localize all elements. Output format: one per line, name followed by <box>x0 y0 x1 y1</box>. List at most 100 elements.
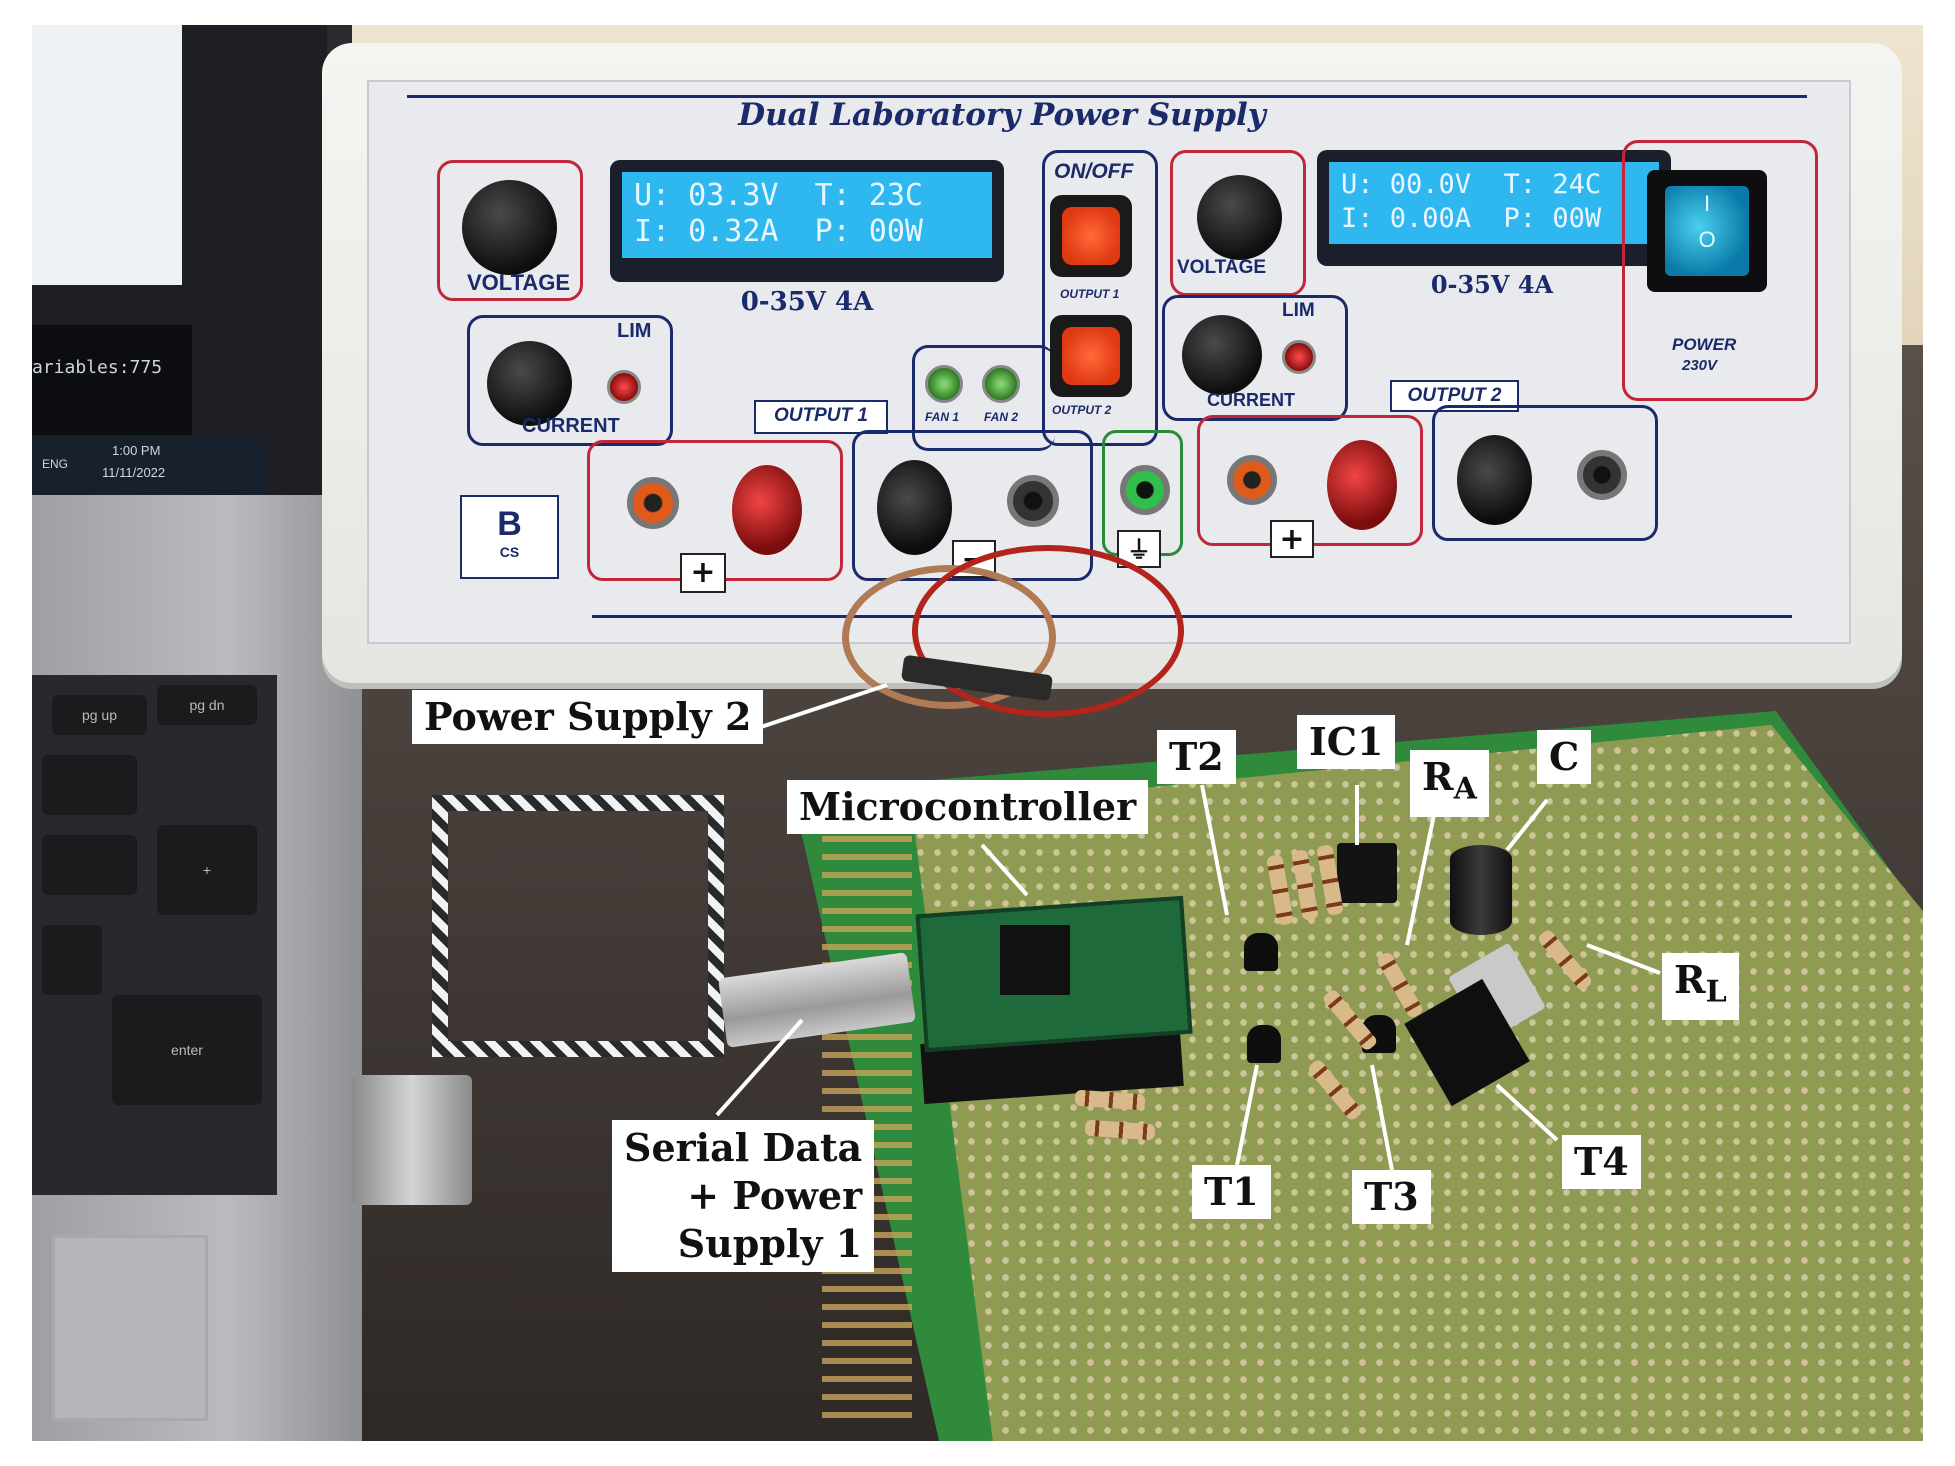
label-power-supply-2: Power Supply 2 <box>412 690 764 744</box>
ground-symbol: ⏚ <box>1117 530 1161 568</box>
voltage2-box <box>1170 150 1306 296</box>
label-serial-line2: + Power <box>687 1173 863 1218</box>
microcontroller-chip <box>1000 925 1070 995</box>
lang-indicator: ENG <box>42 457 69 471</box>
lim1-label: LIM <box>617 320 652 342</box>
arrow-rl <box>1586 943 1661 975</box>
arrow-t1 <box>1235 1064 1259 1166</box>
ground-jack[interactable] <box>1120 465 1170 515</box>
power-label: POWER <box>1672 335 1737 354</box>
rocker-on: I <box>1703 191 1711 216</box>
output2-plus-symbol: + <box>1270 520 1314 558</box>
label-ic1: IC1 <box>1297 715 1396 769</box>
t1-transistor <box>1247 1025 1281 1063</box>
current1-knob[interactable] <box>487 341 572 426</box>
output1-negative-terminal[interactable] <box>877 460 952 555</box>
label-rl-main: R <box>1674 957 1706 1002</box>
laptop-trackpad <box>52 1235 208 1421</box>
power-switch-box <box>1622 140 1818 401</box>
voltage2-knob[interactable] <box>1197 175 1282 260</box>
power-voltage-label: 230V <box>1682 357 1718 374</box>
current2-knob[interactable] <box>1182 315 1262 395</box>
fan1-label: FAN 1 <box>925 410 960 424</box>
clock-time: 1:00 PM <box>112 443 161 458</box>
label-t2: T2 <box>1157 730 1236 784</box>
fan-box <box>912 345 1055 451</box>
output2-button[interactable] <box>1050 315 1132 397</box>
arrow-c <box>1505 798 1549 852</box>
output1-negative-jack[interactable] <box>1007 475 1059 527</box>
lcd2-line2: I: 0.00A P: 00W <box>1341 203 1602 234</box>
lcd1-line1: U: 03.3V T: 23C <box>634 178 923 213</box>
label-microcontroller: Microcontroller <box>787 780 1149 834</box>
t2-transistor <box>1244 933 1278 971</box>
label-rl: RL <box>1662 953 1739 1020</box>
lim2-led <box>1282 340 1316 374</box>
output2-negative-jack[interactable] <box>1577 450 1627 500</box>
brand-logo: B CS <box>460 495 559 579</box>
current1-label: CURRENT <box>522 415 620 437</box>
fan1-led <box>925 365 963 403</box>
label-rl-sub: L <box>1705 974 1727 1010</box>
psu-title: Dual Laboratory Power Supply <box>738 97 1266 133</box>
annotation-arrows <box>715 683 1661 1171</box>
output2-small-label: OUTPUT 2 <box>1052 403 1112 417</box>
fan2-label: FAN 2 <box>984 410 1019 424</box>
key-pgup: pg up <box>52 695 147 735</box>
label-ra-sub: A <box>1453 771 1477 807</box>
current2-box <box>1162 295 1348 421</box>
output2-positive-terminal[interactable] <box>1327 440 1397 530</box>
label-c: C <box>1537 730 1592 784</box>
label-serial-line3: Supply 1 <box>677 1221 863 1266</box>
range2-label: 0-35V 4A <box>1430 270 1554 299</box>
lim2-label: LIM <box>1282 300 1315 321</box>
key-pgdn: pg dn <box>157 685 257 725</box>
label-ra-main: R <box>1422 754 1454 799</box>
output1-positive-jack[interactable] <box>627 477 679 529</box>
arrow-serial <box>715 1018 804 1117</box>
current1-box <box>467 315 673 446</box>
perfboard-edge-pads <box>822 800 912 1420</box>
photo-scene: ariables:775 ENG 1:00 PM 11/11/2022 pg u… <box>32 25 1923 1441</box>
key <box>42 835 137 895</box>
ic1-chip <box>1337 843 1397 903</box>
onoff-box <box>1042 150 1158 446</box>
arrow-power-supply-2 <box>751 683 888 732</box>
arrow-t2 <box>1200 784 1229 916</box>
output2-positive-jack[interactable] <box>1227 455 1277 505</box>
logo-sub: CS <box>499 544 520 560</box>
voltage1-box <box>437 160 583 301</box>
output1-small-label: OUTPUT 1 <box>1060 287 1120 301</box>
panel-top-line <box>407 95 1807 98</box>
output1-positive-terminal[interactable] <box>732 465 802 555</box>
voltage2-label: VOLTAGE <box>1177 257 1267 278</box>
label-t1: T1 <box>1192 1165 1271 1219</box>
output2-negative-terminal[interactable] <box>1457 435 1532 525</box>
label-serial-data: Serial Data + Power Supply 1 <box>612 1120 875 1272</box>
red-wire <box>912 545 1184 717</box>
arrow-ra <box>1405 799 1439 946</box>
arrow-t3 <box>1370 1064 1394 1171</box>
key-plus: + <box>157 825 257 915</box>
lim1-led <box>607 370 641 404</box>
capacitor-c <box>1450 845 1512 935</box>
output1-button[interactable] <box>1050 195 1132 277</box>
voltage1-knob[interactable] <box>462 180 557 275</box>
usb-a-plug <box>352 1075 472 1205</box>
label-t4: T4 <box>1562 1135 1641 1189</box>
laptop-window <box>32 25 182 285</box>
laptop-screen: ariables:775 ENG 1:00 PM 11/11/2022 <box>32 25 327 495</box>
laptop-console: ariables:775 <box>32 325 192 437</box>
current2-label: CURRENT <box>1207 390 1295 410</box>
onoff-label: ON/OFF <box>1054 160 1134 183</box>
arrow-microcontroller <box>980 843 1029 897</box>
laptop-taskbar: ENG 1:00 PM 11/11/2022 <box>32 435 267 495</box>
output1-plus-symbol: + <box>680 553 726 593</box>
rocker-off: O <box>1698 227 1716 252</box>
clock-date: 11/11/2022 <box>102 465 166 480</box>
lcd1-line2: I: 0.32A P: 00W <box>634 214 923 249</box>
